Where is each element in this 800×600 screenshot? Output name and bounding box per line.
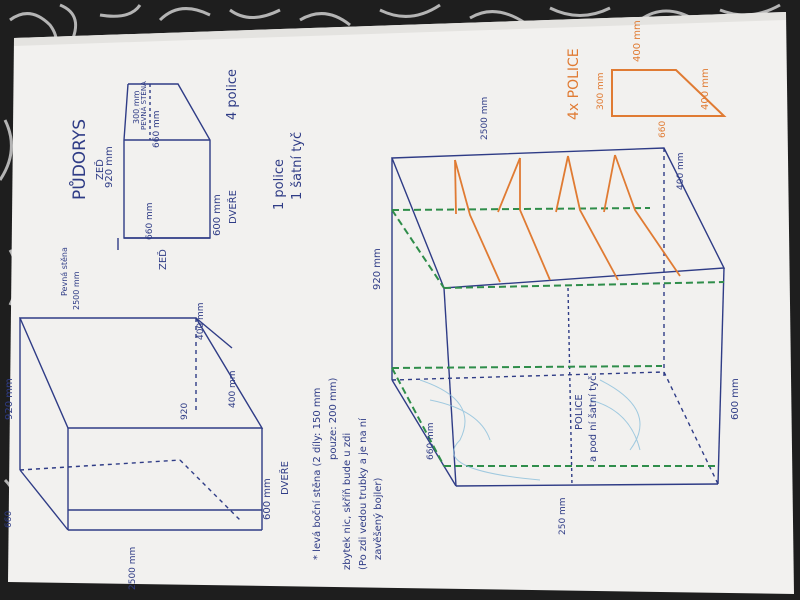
note-line4: zavěšený bojler)	[373, 477, 384, 560]
pevna-stena-left-label: Pevná stěna	[60, 247, 69, 296]
note-line1b: pouze: 200 mm)	[328, 377, 339, 460]
m920-left-label: 920 mm	[4, 378, 15, 420]
m2500-label: 2500 mm	[72, 271, 81, 311]
paper-shadow	[14, 12, 786, 46]
police4x-label: 4x POLICE	[566, 48, 582, 120]
green-shelf-lines	[391, 207, 725, 467]
m400-shelf-a-label: 400 mm	[632, 20, 643, 62]
dvere-side-label: DVEŘE	[280, 461, 291, 495]
m660-shelf-label: 660	[658, 120, 668, 138]
m400-right-top-label: 400 mm	[676, 152, 686, 190]
m400-left-label: 400 mm	[196, 302, 206, 340]
pevna-stena-plan-label: PEVNÁ STĚNA	[140, 81, 148, 130]
m660-b-label: 660 mm	[145, 202, 155, 240]
left-cabinet-drawing	[18, 317, 264, 531]
pudorys-label: PŮDORYS	[70, 118, 90, 200]
floor-plan-drawing	[117, 83, 211, 250]
note-line1: * levá boční stěna (2 díly: 150 mm	[312, 387, 323, 560]
m920-right-label: 920 mm	[372, 248, 383, 290]
m600-left-label: 600 mm	[262, 478, 273, 520]
dvere-plan-label: DVEŘE	[228, 190, 239, 224]
note-line2: zbytek nic, skříň bude u zdi	[342, 432, 353, 570]
police1-label: 1 police	[272, 159, 287, 210]
m300-shelf-label: 300 mm	[596, 72, 606, 110]
satni-right-label: a pod ní šatní tyč	[588, 375, 599, 462]
police-right-label: POLICE	[574, 394, 585, 430]
m250-right-label: 250 mm	[558, 497, 568, 535]
m920-plan-label: 920 mm	[104, 146, 115, 188]
shelf-shape	[611, 69, 727, 117]
lightblue-scribbles	[419, 379, 641, 481]
m660-right-label: 660 mm	[426, 422, 436, 460]
zed-bottom-label: ZEĎ	[158, 249, 169, 270]
note-line3: (Po zdi vedou trubky a je na ní	[358, 418, 369, 570]
m400-shelf-b-label: 400 mm	[700, 68, 711, 110]
m660-left-label: 660	[4, 510, 14, 528]
police4-label: 4 police	[225, 69, 240, 120]
paper-sheet	[8, 12, 794, 594]
m400-mid-label: 400 mm	[228, 370, 238, 408]
m660-a-label: 660 mm	[152, 110, 162, 148]
satni-tyc-label: 1 šatní tyč	[290, 131, 305, 200]
m2500-right-label: 2500 mm	[480, 96, 490, 140]
m920-mid-label: 920	[180, 402, 190, 420]
m600-right-label: 600 mm	[730, 378, 741, 420]
m2500-left-label: 2500 mm	[128, 546, 138, 590]
m600-plan-label: 600 mm	[212, 194, 223, 236]
orange-shelf-hatching	[454, 154, 681, 283]
